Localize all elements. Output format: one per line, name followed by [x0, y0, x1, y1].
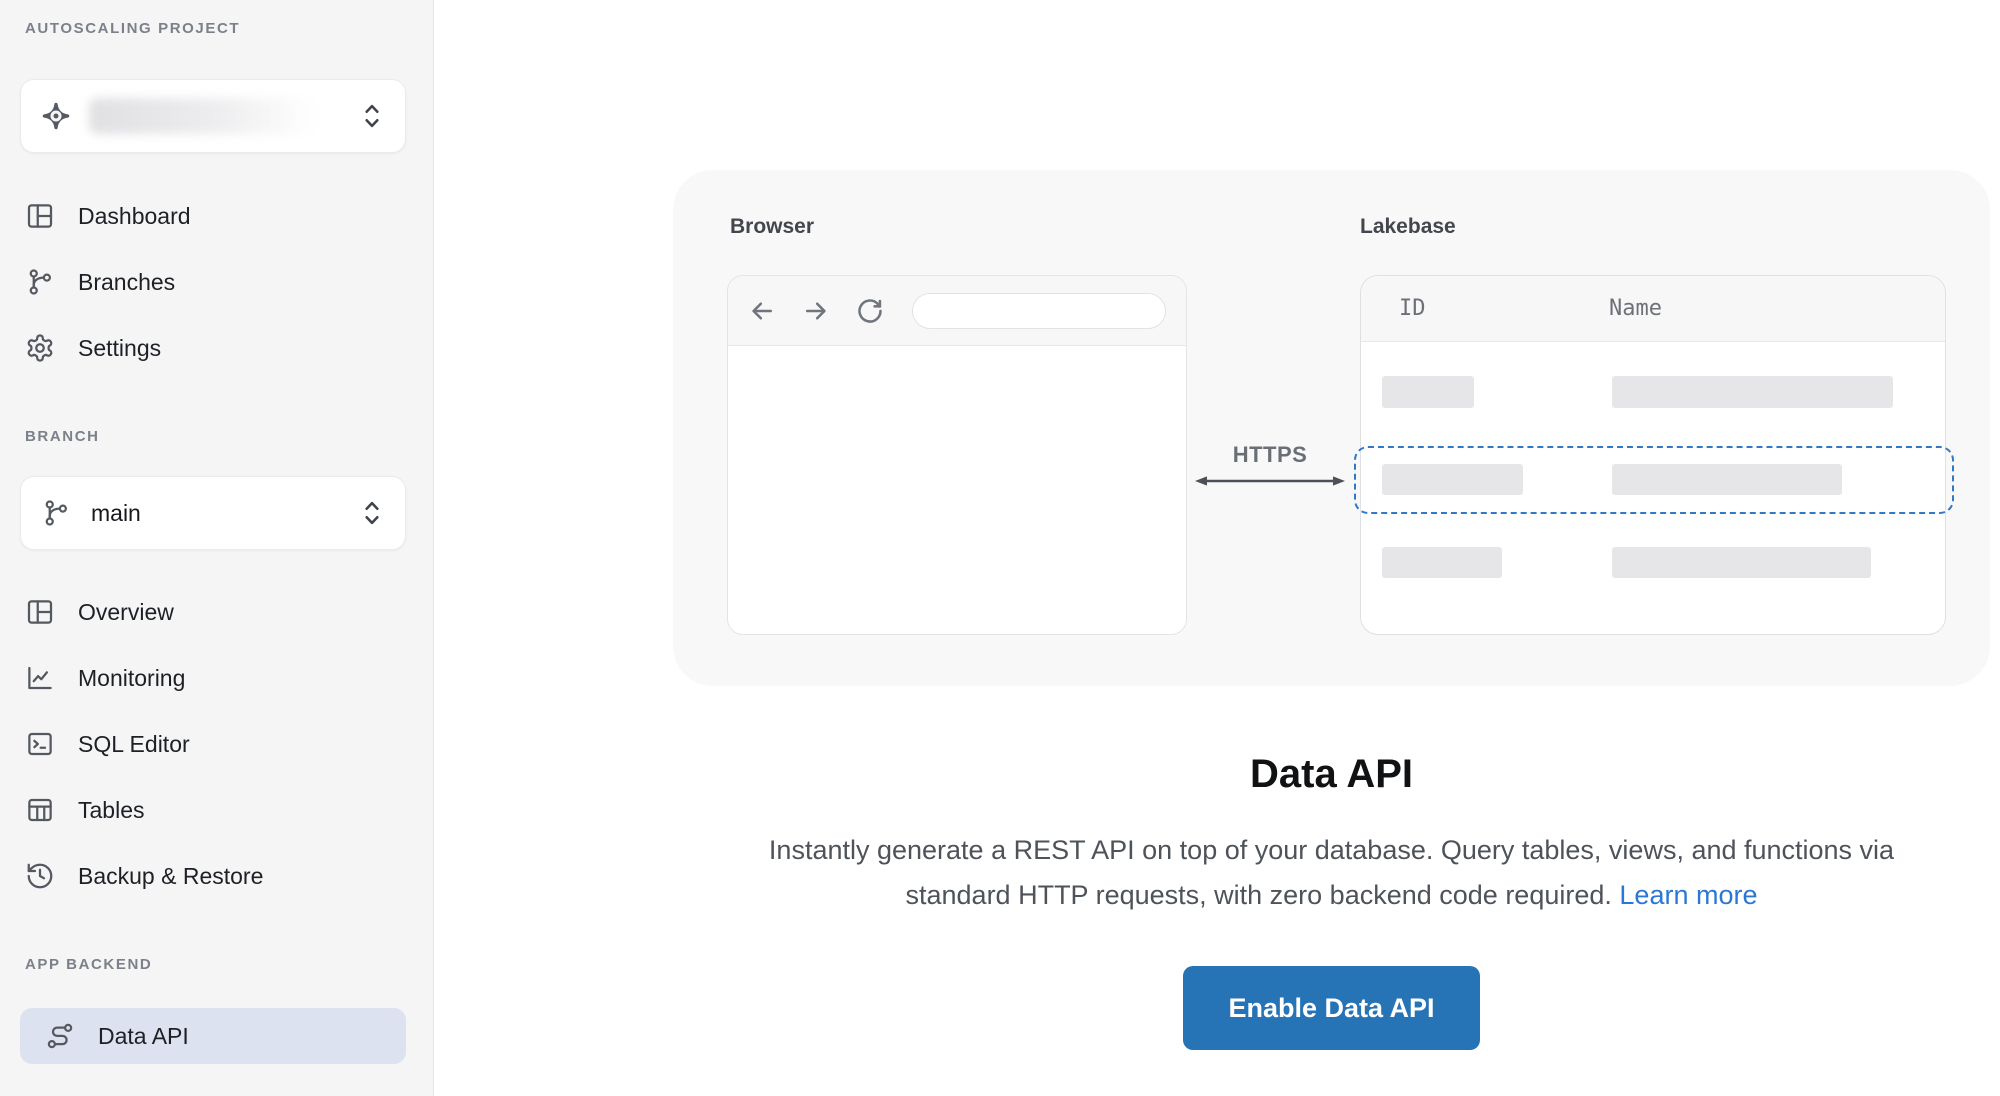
git-branch-icon — [41, 498, 71, 528]
double-arrow-icon — [1194, 473, 1346, 489]
sidebar-item-backup-restore[interactable]: Backup & Restore — [0, 843, 434, 909]
browser-window-mock — [727, 275, 1187, 635]
sidebar-item-label: Backup & Restore — [78, 862, 264, 889]
page-title: Data API — [1249, 752, 1413, 796]
https-label: HTTPS — [1232, 442, 1308, 467]
column-header-name: Name — [1609, 296, 1662, 321]
sidebar-item-data-api[interactable]: Data API — [20, 1008, 406, 1064]
project-icon — [41, 101, 71, 131]
sidebar-item-monitoring[interactable]: Monitoring — [0, 645, 434, 711]
url-bar — [912, 292, 1166, 329]
skeleton-cell — [1382, 464, 1523, 495]
git-branch-icon — [25, 267, 55, 297]
back-arrow-icon — [748, 297, 776, 325]
data-api-hero: Data API Instantly generate a REST API o… — [673, 750, 1990, 1050]
table-header-row: ID Name — [1361, 276, 1945, 342]
section-header-autoscaling-project: AUTOSCALING PROJECT — [25, 20, 241, 37]
gear-icon — [25, 333, 55, 363]
sidebar-item-label: Overview — [78, 598, 174, 625]
sidebar-item-tables[interactable]: Tables — [0, 777, 434, 843]
route-icon — [45, 1021, 75, 1051]
sidebar: AUTOSCALING PROJECT Dash — [0, 0, 434, 1096]
project-selector[interactable] — [20, 79, 406, 153]
skeleton-cell — [1612, 464, 1842, 495]
sidebar-item-label: Branches — [78, 268, 176, 295]
sidebar-item-label: Data API — [98, 1022, 189, 1049]
dashboard-icon — [25, 201, 55, 231]
section-header-app-backend: APP BACKEND — [25, 956, 153, 973]
refresh-icon — [856, 297, 884, 325]
sidebar-item-overview[interactable]: Overview — [0, 579, 434, 645]
skeleton-cell — [1612, 376, 1893, 408]
monitoring-icon — [25, 663, 55, 693]
sidebar-item-label: Dashboard — [78, 202, 191, 229]
data-api-illustration: Browser HTTPS — [673, 170, 1990, 686]
highlighted-row-outline — [1354, 446, 1954, 514]
description-line1: Instantly generate a REST API on top of … — [768, 835, 1895, 865]
forward-arrow-icon — [802, 297, 830, 325]
https-connection: HTTPS — [1194, 442, 1346, 489]
project-name-redacted — [89, 98, 317, 134]
sidebar-item-dashboard[interactable]: Dashboard — [0, 183, 434, 249]
page-description: Instantly generate a REST API on top of … — [673, 828, 1990, 918]
browser-toolbar — [728, 276, 1186, 346]
sidebar-item-label: SQL Editor — [78, 730, 190, 757]
section-header-branch: BRANCH — [25, 428, 100, 445]
browser-panel-label: Browser — [730, 215, 815, 238]
sidebar-item-branches[interactable]: Branches — [0, 249, 434, 315]
branch-selector-value: main — [91, 499, 141, 526]
branch-nav: Overview Monitoring SQL Editor — [0, 579, 434, 909]
chevron-updown-icon — [359, 101, 385, 131]
project-nav: Dashboard Branches Settings — [0, 183, 434, 381]
tables-icon — [25, 795, 55, 825]
sidebar-item-sql-editor[interactable]: SQL Editor — [0, 711, 434, 777]
sidebar-item-label: Tables — [78, 796, 145, 823]
skeleton-cell — [1382, 376, 1474, 408]
column-header-id: ID — [1399, 296, 1426, 321]
overview-icon — [25, 597, 55, 627]
learn-more-link[interactable]: Learn more — [1619, 880, 1758, 910]
skeleton-cell — [1612, 547, 1871, 578]
history-icon — [25, 861, 55, 891]
skeleton-cell — [1382, 547, 1502, 578]
enable-data-api-button[interactable]: Enable Data API — [1183, 966, 1480, 1050]
branch-selector[interactable]: main — [20, 476, 406, 550]
chevron-updown-icon — [359, 498, 385, 528]
description-line2: standard HTTP requests, with zero backen… — [905, 880, 1612, 910]
lakebase-panel-label: Lakebase — [1360, 215, 1456, 238]
sidebar-item-settings[interactable]: Settings — [0, 315, 434, 381]
sidebar-item-label: Monitoring — [78, 664, 186, 691]
sidebar-item-label: Settings — [78, 334, 162, 361]
sql-editor-icon — [25, 729, 55, 759]
lakebase-table-mock: ID Name — [1354, 275, 1954, 635]
